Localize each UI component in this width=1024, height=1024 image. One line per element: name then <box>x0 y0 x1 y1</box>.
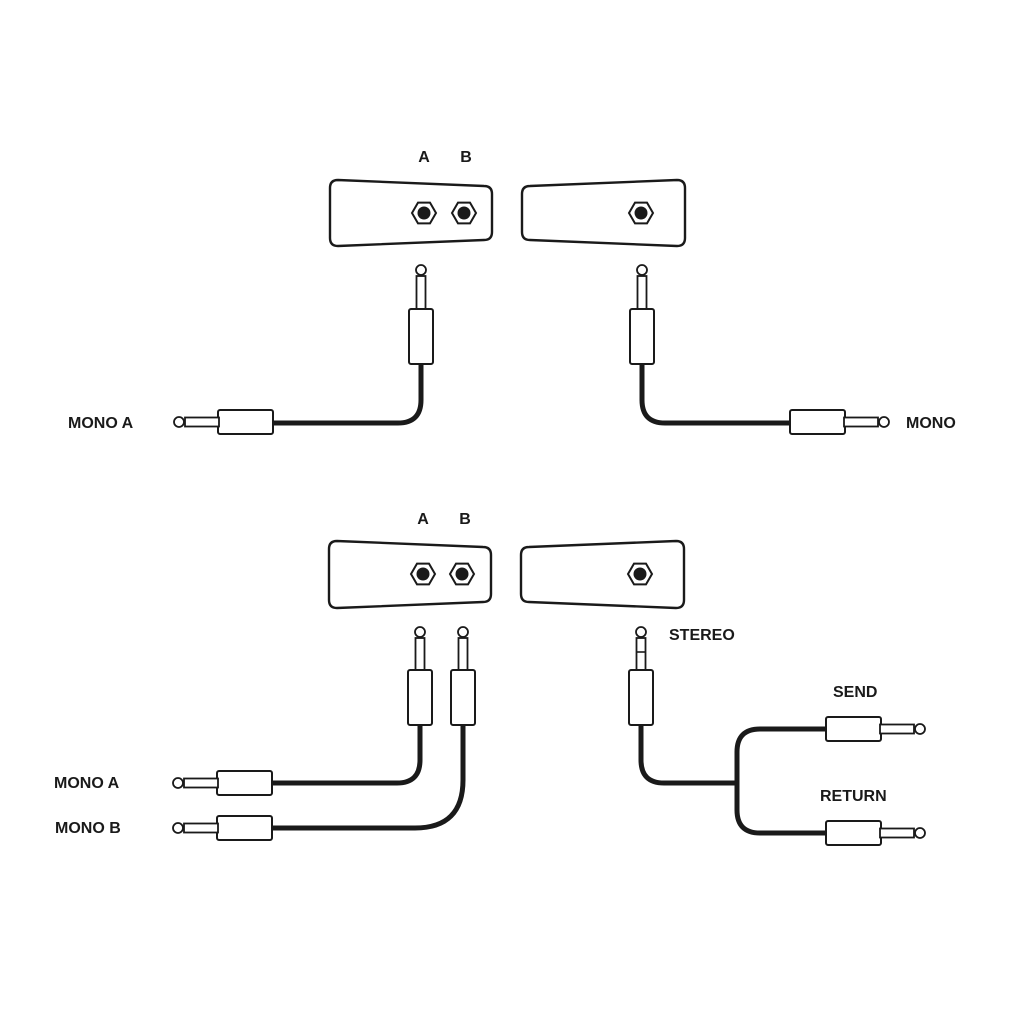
bottom-mono-b-plug[interactable] <box>172 815 273 841</box>
bottom-return-cable <box>734 780 830 836</box>
bottom-mono-a-plug[interactable] <box>172 770 273 796</box>
bottom-stereo-label: STEREO <box>669 627 735 644</box>
top-jack-a-socket[interactable] <box>410 201 438 225</box>
bottom-mono-a-label: MONO A <box>54 775 120 792</box>
bottom-return-plug[interactable] <box>825 820 926 846</box>
bottom-send-plug[interactable] <box>825 716 926 742</box>
bottom-send-cable <box>734 726 830 786</box>
top-left-cable <box>269 361 424 426</box>
top-left-device-panel <box>328 178 494 248</box>
top-jack-a-label: A <box>418 149 430 166</box>
bottom-stereo-cable <box>638 722 740 786</box>
top-jack-b-socket[interactable] <box>450 201 478 225</box>
top-section: A B <box>68 149 956 435</box>
top-jack-a-plug[interactable] <box>408 264 434 365</box>
bottom-jack-a-plug[interactable] <box>407 626 433 726</box>
bottom-right-device-panel <box>519 539 686 610</box>
bottom-send-label: SEND <box>833 684 877 701</box>
bottom-jack-a-label: A <box>417 511 429 528</box>
top-mono-a-label: MONO A <box>68 415 134 432</box>
top-mono-a-plug[interactable] <box>173 409 274 435</box>
bottom-return-label: RETURN <box>820 788 887 805</box>
top-mono-jack-plug[interactable] <box>629 264 655 365</box>
top-mono-label: MONO <box>906 415 956 432</box>
bottom-left-device-panel <box>327 539 493 610</box>
top-right-cable <box>639 361 794 426</box>
bottom-stereo-plug[interactable] <box>628 626 654 726</box>
bottom-mono-b-cable <box>268 722 466 831</box>
bottom-jack-b-socket[interactable] <box>448 562 476 586</box>
bottom-stereo-jack-socket[interactable] <box>626 562 654 586</box>
top-right-device-panel <box>520 178 687 248</box>
top-mono-plug[interactable] <box>789 409 890 435</box>
top-jack-b-label: B <box>460 149 472 166</box>
bottom-jack-a-socket[interactable] <box>409 562 437 586</box>
bottom-jack-b-label: B <box>459 511 471 528</box>
bottom-section: A B <box>54 511 926 846</box>
bottom-mono-b-label: MONO B <box>55 820 121 837</box>
bottom-jack-b-plug[interactable] <box>450 626 476 726</box>
top-mono-jack-socket[interactable] <box>627 201 655 225</box>
bottom-mono-a-cable <box>268 722 423 786</box>
